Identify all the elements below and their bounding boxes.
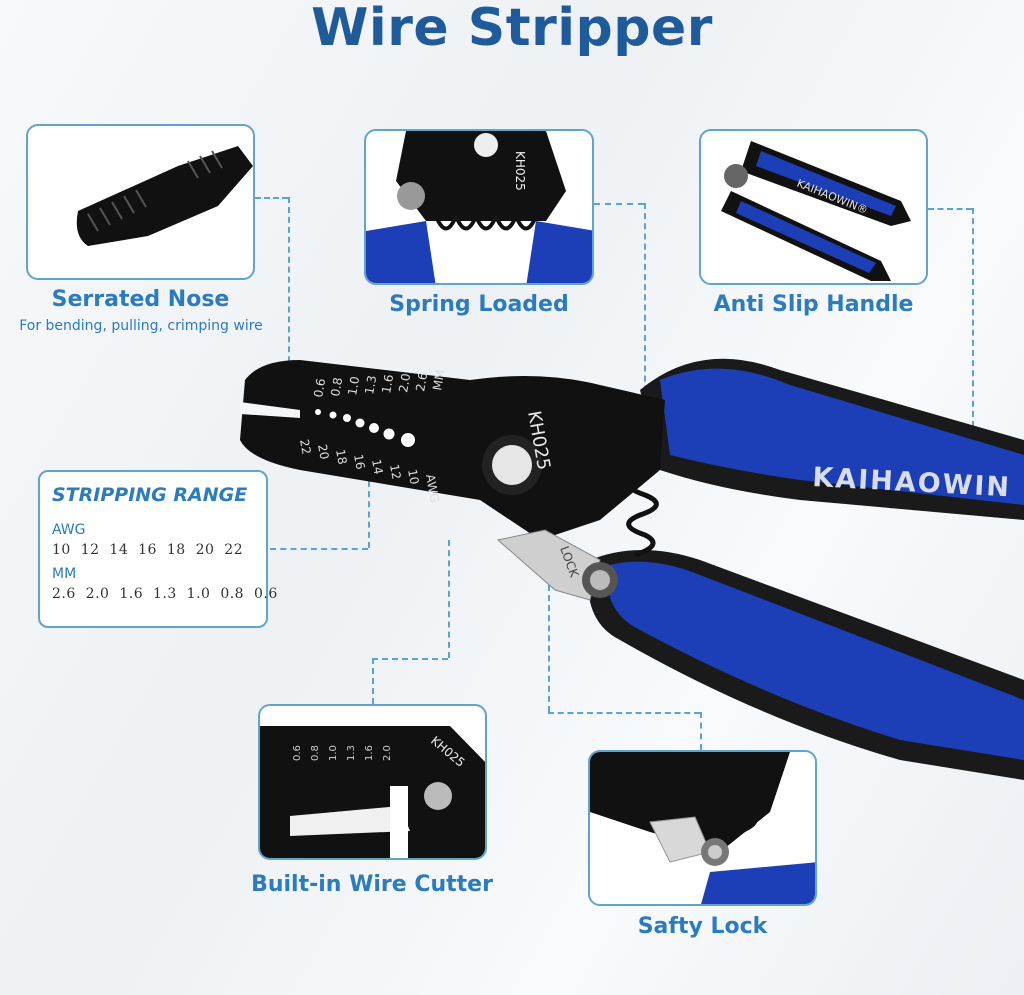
awg-mark: 14 (369, 458, 385, 475)
serrated-nose-caption: Serrated Nose (51, 287, 230, 312)
brand-text: KAIHAOWIN (812, 462, 1012, 503)
spring-loaded-card: KH025 (364, 129, 594, 285)
svg-text:0.8: 0.8 (310, 745, 321, 761)
leader-lock (548, 585, 550, 712)
leader-handle (928, 208, 972, 210)
leader-lock-h (548, 712, 700, 714)
mm-mark: 1.6 (379, 373, 396, 394)
awg-mark: 18 (333, 448, 349, 465)
awg-mark: 20 (315, 443, 331, 460)
awg-mark: 22 (297, 438, 313, 455)
awg-mark: 16 (351, 453, 367, 470)
stripping-range-title: STRIPPING RANGE (52, 484, 248, 506)
safty-lock-card (588, 750, 817, 906)
anti-slip-card: KAIHAOWIN® (699, 129, 928, 285)
leader-cutter-h (372, 658, 448, 660)
leader-cutter (372, 658, 374, 704)
leader-lock-v2 (700, 712, 702, 750)
mm-mark: 0.8 (328, 376, 345, 397)
leader-serrated (255, 197, 288, 199)
stripping-range-card: STRIPPING RANGE AWG 10 12 14 16 18 20 22… (38, 470, 277, 628)
awg-label: AWG (52, 522, 86, 538)
leader-spring (594, 203, 644, 205)
mm-mark: 1.0 (345, 375, 362, 396)
awg-mark: 10 (405, 468, 421, 485)
mm-values: 2.6 2.0 1.6 1.3 1.0 0.8 0.6 (52, 586, 278, 602)
spring-loaded-image: KH025 (366, 131, 592, 283)
serrated-nose-subcaption: For bending, pulling, crimping wire (19, 318, 263, 334)
svg-text:1.6: 1.6 (364, 745, 375, 761)
leader-range-v (368, 430, 370, 548)
awg-values: 10 12 14 16 18 20 22 (52, 542, 244, 558)
anti-slip-caption: Anti Slip Handle (713, 292, 914, 317)
serrated-nose-image (76, 146, 253, 246)
leader-serrated-v (288, 197, 290, 412)
mm-mark: 0.6 (311, 377, 328, 398)
safty-lock-caption: Safty Lock (637, 914, 768, 939)
model-text: KH025 (523, 409, 554, 471)
awg-mark: AWG (423, 473, 442, 504)
mm-mark: 1.3 (362, 374, 379, 395)
leader-spring-v (644, 203, 646, 473)
svg-text:1.0: 1.0 (328, 745, 339, 761)
svg-text:2.0: 2.0 (382, 745, 393, 761)
svg-text:1.3: 1.3 (346, 745, 357, 761)
page-title: Wire Stripper (311, 0, 713, 58)
spring-loaded-caption: Spring Loaded (389, 292, 569, 317)
wire-cutter-caption: Built-in Wire Cutter (251, 872, 493, 897)
anti-slip-image: KAIHAOWIN® (721, 141, 911, 281)
svg-text:KH025: KH025 (513, 151, 527, 191)
leader-cutter-v2 (448, 540, 450, 658)
svg-text:0.6: 0.6 (292, 745, 303, 761)
serrated-nose-card (26, 124, 255, 280)
mm-mark: 2.0 (396, 372, 413, 393)
leader-handle-v (972, 208, 974, 498)
safty-lock-image (590, 752, 815, 904)
leader-range (270, 548, 368, 550)
mm-label: MM (52, 566, 77, 582)
mm-mark: MM (430, 369, 447, 392)
lock-text: LOCK (557, 544, 581, 580)
awg-mark: 12 (387, 463, 403, 480)
mm-mark: 2.6 (413, 371, 430, 392)
